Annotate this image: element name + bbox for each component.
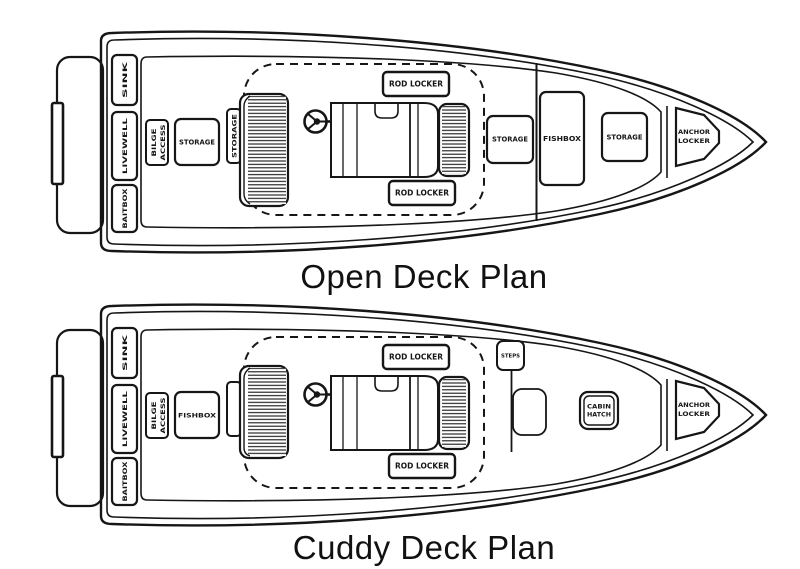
cuddy-plan-companionway	[512, 388, 547, 436]
sink-label: SINK	[121, 333, 129, 371]
sink-label: SINK	[121, 60, 129, 98]
bilge-access-label-line2: ACCESS	[160, 125, 167, 161]
fishbox-label: FISHBOX	[543, 135, 582, 143]
fishbox-label: FISHBOX	[178, 412, 216, 420]
cabin-hatch-label-line1: CABIN	[587, 405, 611, 411]
open-plan-seat-edge	[243, 95, 251, 205]
seat-storage-label: STORAGE	[232, 114, 239, 158]
rod-locker-bottom-label: ROD LOCKER	[395, 189, 449, 198]
rod-locker-top-label: ROD LOCKER	[389, 80, 443, 89]
open-plan-seat-louvers	[248, 96, 286, 204]
storage-aft-label: STORAGE	[179, 139, 215, 147]
storage-bow-label: STORAGE	[607, 133, 643, 141]
anchor-locker-label-line2: LOCKER	[678, 411, 710, 418]
bilge-access-label-line1: BILGE	[151, 129, 158, 157]
cuddy-plan-seat-louvers	[248, 368, 286, 456]
open-plan-storage-mid-compartment	[485, 114, 535, 165]
rod-locker-top-label: ROD LOCKER	[389, 353, 443, 362]
open-deck-plan: SINK LIVEWELL BAITBOX BILGE ACCESS STORA…	[50, 30, 768, 254]
cuddy-deck-plan: SINK LIVEWELL BAITBOX BILGE ACCESS FISHB…	[50, 303, 768, 527]
open-deck-plan-caption: Open Deck Plan	[300, 258, 548, 295]
storage-mid-label: STORAGE	[492, 135, 528, 143]
open-plan-storage-bow-compartment	[600, 111, 649, 163]
anchor-locker-label-line2: LOCKER	[678, 138, 710, 145]
cabin-hatch-label-line2: HATCH	[587, 413, 611, 419]
rod-locker-bottom-label: ROD LOCKER	[395, 462, 449, 471]
open-plan-fishbox-compartment	[538, 90, 586, 187]
livewell-label: LIVEWELL	[121, 391, 129, 447]
cuddy-plan-steps-box	[496, 340, 525, 371]
livewell-label: LIVEWELL	[121, 118, 129, 174]
cuddy-plan-seat-edge	[243, 367, 251, 457]
bilge-access-label-line2: ACCESS	[160, 398, 167, 434]
bilge-access-label-line1: BILGE	[151, 402, 158, 430]
anchor-locker-label-line1: ANCHOR	[678, 129, 710, 136]
anchor-locker-label-line1: ANCHOR	[678, 402, 710, 409]
baitbox-label: BAITBOX	[121, 462, 129, 502]
baitbox-label: BAITBOX	[121, 189, 129, 229]
steps-label: STEPS	[501, 354, 520, 360]
cuddy-deck-plan-caption: Cuddy Deck Plan	[292, 529, 556, 566]
cuddy-plan-cabin-hatch-inner	[583, 395, 615, 426]
